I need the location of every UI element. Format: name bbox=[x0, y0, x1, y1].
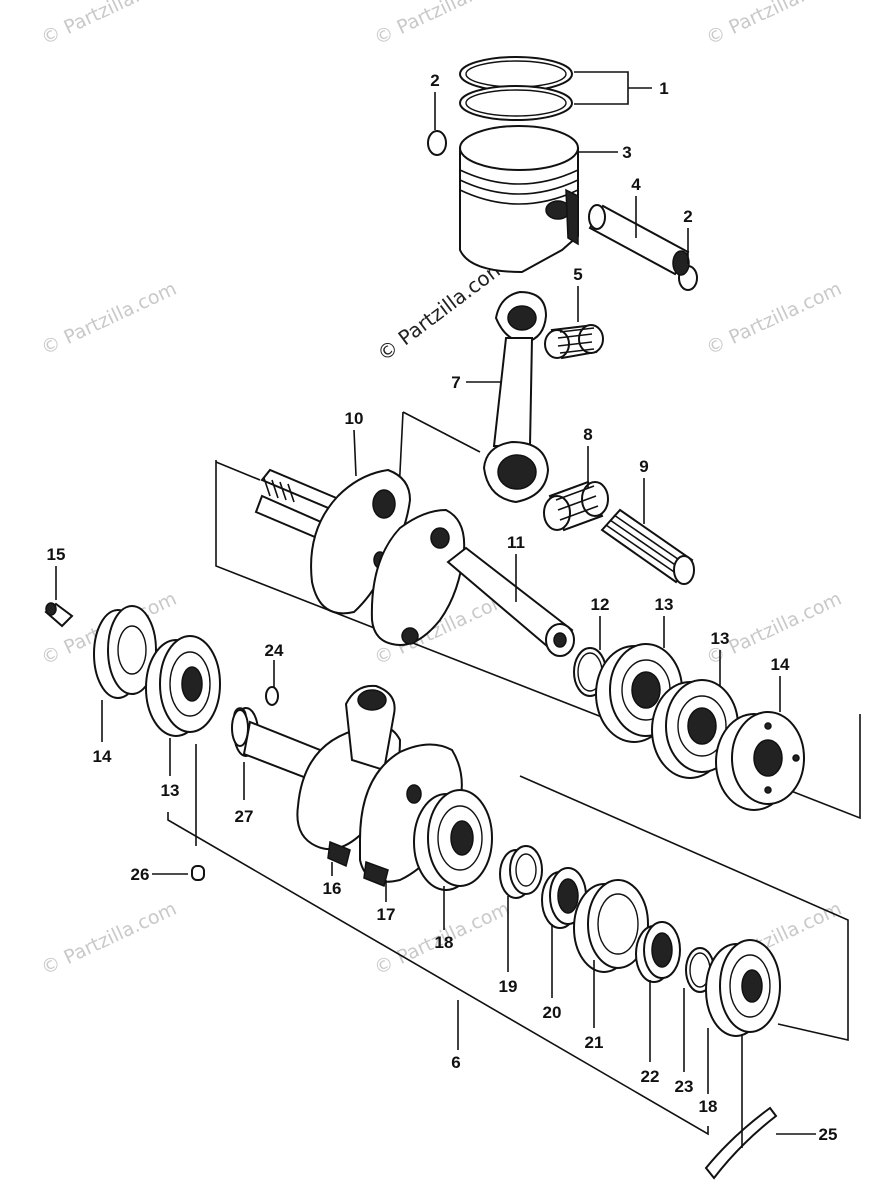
callout-19: 19 bbox=[499, 977, 518, 996]
callout-14: 14 bbox=[771, 655, 790, 674]
callout-18: 18 bbox=[435, 933, 454, 952]
connecting-rod bbox=[482, 290, 550, 504]
callout-24: 24 bbox=[265, 641, 284, 660]
callout-14: 14 bbox=[93, 747, 112, 766]
bushing bbox=[231, 709, 249, 747]
main-bearing bbox=[413, 789, 493, 891]
callout-11: 11 bbox=[507, 533, 525, 552]
callout-13: 13 bbox=[655, 595, 674, 614]
crankshaft-left-half bbox=[254, 468, 412, 615]
callout-4: 4 bbox=[631, 175, 641, 194]
callout-17: 17 bbox=[377, 905, 396, 924]
callout-12: 12 bbox=[591, 595, 610, 614]
watermark-main: © Partzilla.com bbox=[373, 254, 511, 366]
main-bearing bbox=[705, 939, 781, 1037]
small-end-needle-bearing bbox=[544, 324, 604, 360]
callout-6: 6 bbox=[451, 1053, 460, 1072]
big-end-needle-bearing bbox=[543, 480, 609, 532]
callout-21: 21 bbox=[585, 1033, 604, 1052]
circlip bbox=[704, 1106, 778, 1180]
callout-20: 20 bbox=[543, 1003, 562, 1022]
crank-pin bbox=[600, 508, 695, 585]
callout-9: 9 bbox=[639, 457, 648, 476]
callout-3: 3 bbox=[622, 143, 631, 162]
oil-seal-large bbox=[573, 879, 649, 973]
watermark: © Partzilla.com bbox=[38, 278, 180, 360]
watermark: © Partzilla.com bbox=[703, 0, 845, 50]
callout-27: 27 bbox=[235, 807, 254, 826]
callout-1: 1 bbox=[659, 79, 668, 98]
callout-5: 5 bbox=[573, 265, 582, 284]
small-dowel bbox=[191, 865, 205, 881]
bearing-retainer bbox=[715, 711, 805, 811]
callout-7: 7 bbox=[451, 373, 460, 392]
callout-10: 10 bbox=[345, 409, 364, 428]
main-bearing bbox=[145, 635, 221, 737]
leader-lines bbox=[55, 71, 816, 1148]
crankshaft-assembly bbox=[233, 684, 463, 888]
callout-labels: 1 2 2 3 4 5 6 7 8 9 10 11 12 13 13 13 14… bbox=[47, 71, 838, 1144]
callout-25: 25 bbox=[819, 1125, 838, 1144]
oil-seal bbox=[541, 867, 587, 929]
callout-15: 15 bbox=[47, 545, 66, 564]
callout-26: 26 bbox=[131, 865, 150, 884]
callout-18: 18 bbox=[699, 1097, 718, 1116]
bearing-retainer bbox=[93, 605, 157, 699]
knock-pin bbox=[265, 686, 279, 706]
callout-22: 22 bbox=[641, 1067, 660, 1086]
piston-pin bbox=[588, 204, 690, 276]
watermark: © Partzilla.com bbox=[371, 0, 513, 50]
watermark: © Partzilla.com bbox=[38, 898, 180, 980]
watermark: © Partzilla.com bbox=[703, 278, 845, 360]
piston-rings bbox=[459, 56, 573, 121]
callout-8: 8 bbox=[583, 425, 592, 444]
callout-16: 16 bbox=[323, 879, 342, 898]
dowel-pin bbox=[44, 602, 74, 628]
callout-13: 13 bbox=[711, 629, 730, 648]
callout-2: 2 bbox=[683, 207, 692, 226]
piston bbox=[459, 125, 579, 274]
spacer-collar bbox=[499, 845, 543, 899]
watermark: © Partzilla.com bbox=[38, 0, 180, 50]
callout-2: 2 bbox=[430, 71, 439, 90]
oil-seal bbox=[635, 921, 681, 983]
callout-13: 13 bbox=[161, 781, 180, 800]
callout-23: 23 bbox=[675, 1077, 694, 1096]
crankshaft-right-half bbox=[370, 508, 575, 657]
